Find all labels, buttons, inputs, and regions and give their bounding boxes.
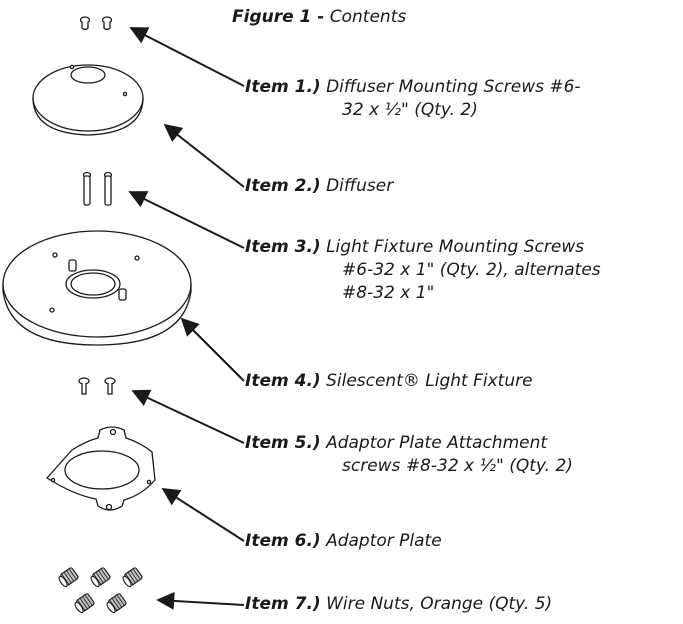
leader-arrow-item-3	[128, 191, 245, 249]
light-fixture-mounting-screws-drawing	[82, 171, 113, 206]
adaptor-plate-screws-drawing	[78, 377, 116, 395]
leader-arrow-item-1	[129, 27, 245, 87]
item-text-line: #8-32 x 1"	[342, 283, 435, 303]
item-5-label: Item 5.) Adaptor Plate Attachment screws…	[245, 432, 573, 478]
item-1-label: Item 1.) Diffuser Mounting Screws #6- 32…	[245, 76, 581, 122]
item-3-label: Item 3.) Light Fixture Mounting Screws #…	[245, 236, 601, 305]
item-text-line: Wire Nuts, Orange (Qty. 5)	[326, 594, 553, 614]
item-number: Item 5.)	[245, 433, 321, 453]
figure-label: Figure 1 -	[232, 7, 325, 27]
item-4-label: Item 4.) Silescent® Light Fixture	[245, 370, 533, 393]
item-text-line: Diffuser	[326, 176, 394, 196]
adaptor-plate-drawing	[46, 426, 156, 511]
light-fixture-drawing	[2, 230, 192, 346]
item-number: Item 1.)	[245, 77, 321, 97]
leader-arrow-item-6	[161, 488, 245, 542]
item-text-line: screws #8-32 x ½" (Qty. 2)	[342, 456, 573, 476]
leader-arrow-item-4	[180, 317, 245, 382]
wire-nuts-drawing	[58, 567, 143, 614]
item-number: Item 3.)	[245, 237, 321, 257]
item-text-line: 32 x ½" (Qty. 2)	[342, 100, 478, 120]
diffuser-mounting-screws-drawing	[79, 16, 113, 31]
figure-caption: Figure 1 - Contents	[232, 7, 406, 27]
diffuser-drawing	[32, 64, 144, 136]
item-7-label: Item 7.) Wire Nuts, Orange (Qty. 5)	[245, 593, 552, 616]
item-6-label: Item 6.) Adaptor Plate	[245, 530, 442, 553]
item-text-line: Light Fixture Mounting Screws	[326, 237, 585, 257]
leader-arrow-item-5	[131, 389, 245, 444]
item-text-line: Adaptor Plate Attachment	[326, 433, 548, 453]
leader-arrow-item-2	[163, 123, 245, 188]
item-number: Item 4.)	[245, 371, 321, 391]
leader-arrow-item-7	[156, 591, 245, 610]
item-text-line: Diffuser Mounting Screws #6-	[326, 77, 581, 97]
figure-title: Contents	[329, 7, 407, 27]
item-text-line: Silescent® Light Fixture	[326, 371, 533, 391]
item-text-line: Adaptor Plate	[326, 531, 442, 551]
item-text-line: #6-32 x 1" (Qty. 2), alternates	[342, 260, 601, 280]
item-number: Item 2.)	[245, 176, 321, 196]
item-2-label: Item 2.) Diffuser	[245, 175, 393, 198]
item-number: Item 6.)	[245, 531, 321, 551]
item-number: Item 7.)	[245, 594, 321, 614]
